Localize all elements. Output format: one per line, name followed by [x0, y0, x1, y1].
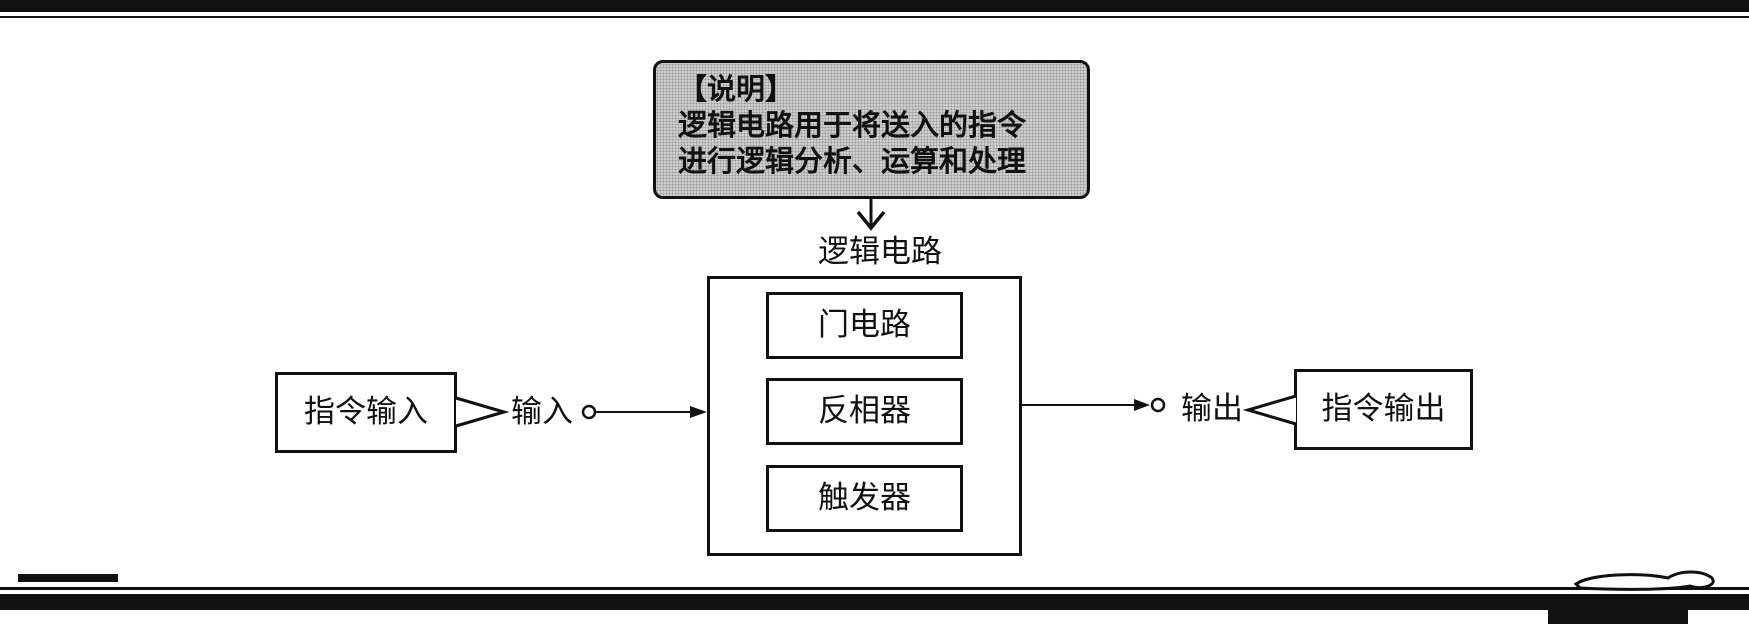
output-terminal-icon: [1150, 397, 1166, 413]
output-signal-arrowhead: [1134, 399, 1150, 411]
gate-circuit-component: 门电路: [766, 292, 963, 359]
decorative-scribble-icon: [1573, 570, 1715, 591]
bottom-border-thin-line: [0, 587, 1749, 590]
output-terminal-label: 输出: [1181, 391, 1243, 427]
instruction-input-box: 指令输入: [275, 372, 457, 453]
output-callout-pointer: [1248, 396, 1296, 424]
logic-circuit-title: 逻辑电路: [818, 234, 942, 270]
top-border-thin-line: [0, 16, 1749, 18]
bottom-left-accent-bar: [18, 574, 118, 582]
input-terminal-label: 输入: [511, 394, 573, 430]
instruction-output-box: 指令输出: [1294, 369, 1473, 450]
flip-flop-component: 触发器: [766, 465, 963, 532]
input-callout-pointer-edge: [455, 396, 510, 428]
input-signal-arrowhead: [690, 406, 707, 418]
note-heading: 【说明】: [678, 72, 795, 106]
note-line-1: 逻辑电路用于将送入的指令: [678, 108, 1027, 142]
output-callout-pointer-edge: [1242, 394, 1297, 426]
bottom-border-bar: [0, 594, 1749, 610]
inverter-component: 反相器: [766, 378, 963, 445]
note-line-2: 进行逻辑分析、运算和处理: [678, 144, 1027, 178]
input-terminal-icon: [581, 404, 597, 420]
bottom-right-block: [1548, 610, 1688, 624]
note-to-circuit-arrow-head: [856, 210, 886, 231]
description-note: 【说明】 逻辑电路用于将送入的指令 进行逻辑分析、运算和处理: [653, 60, 1090, 199]
input-callout-pointer: [456, 398, 504, 426]
top-border-bar: [0, 0, 1749, 12]
